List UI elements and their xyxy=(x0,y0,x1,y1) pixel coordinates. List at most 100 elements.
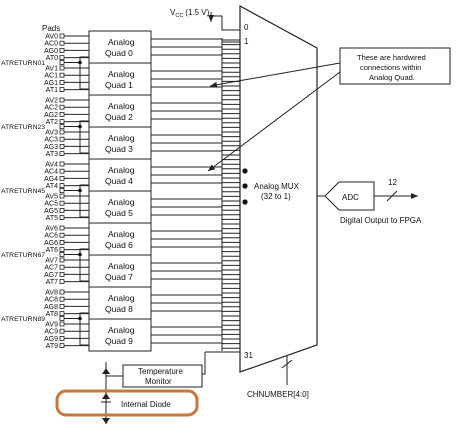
pad-square xyxy=(59,161,65,167)
callout-line3: Analog Quad. xyxy=(369,73,415,82)
temp-monitor-line2: Monitor xyxy=(145,377,172,386)
quad-word: Analog xyxy=(108,101,135,111)
pad-square xyxy=(59,193,65,199)
mux-dot xyxy=(242,183,248,189)
pad-label: AC8 xyxy=(44,297,58,304)
quad-word: Analog xyxy=(108,261,135,271)
quad-box xyxy=(88,94,152,128)
pad-label: AG4 xyxy=(44,176,58,183)
pad-square xyxy=(59,143,65,149)
mux-input-31: 31 xyxy=(244,351,253,360)
quad-name: Quad 7 xyxy=(105,272,133,282)
mux-input-0: 0 xyxy=(244,23,249,32)
pad-label: AV5 xyxy=(45,194,58,201)
pad-square xyxy=(59,175,65,181)
pad-label: AT7 xyxy=(46,279,58,286)
junction-dot xyxy=(78,188,82,193)
internal-diode-highlight xyxy=(55,389,199,417)
pad-label: AG7 xyxy=(44,272,58,279)
pad-square xyxy=(59,316,65,321)
quad-word: Analog xyxy=(108,165,135,175)
pad-square xyxy=(59,321,65,327)
pad-square xyxy=(59,136,65,142)
pad-label: AT2 xyxy=(46,119,58,126)
quad-name: Quad 8 xyxy=(105,304,133,314)
diode-arrow-icon xyxy=(102,368,110,374)
pad-square xyxy=(59,48,65,53)
pads-header: Pads xyxy=(42,24,60,33)
quad-box xyxy=(88,30,152,64)
pad-square xyxy=(59,303,65,309)
pad-square xyxy=(59,279,65,285)
atreturn-label: ATRETURN01 xyxy=(1,60,45,67)
mux-dot xyxy=(242,199,248,205)
callout-box xyxy=(339,47,451,85)
pad-square xyxy=(59,215,65,221)
quad-word: Analog xyxy=(108,197,135,207)
quad-name: Quad 5 xyxy=(105,208,133,218)
pad-label: AC3 xyxy=(44,137,58,144)
quad-word: Analog xyxy=(108,69,135,79)
pad-square xyxy=(59,264,65,270)
pad-label: AT1 xyxy=(46,87,58,94)
internal-diode-label: Internal Diode xyxy=(121,400,171,409)
chnumber-slash xyxy=(281,359,293,369)
pad-label: AT6 xyxy=(46,247,58,254)
pad-label: AT0 xyxy=(46,55,58,62)
pad-square xyxy=(59,87,65,92)
pad-square xyxy=(59,335,65,341)
pad-label: AG8 xyxy=(44,304,58,311)
adc-label: ADC xyxy=(342,193,359,202)
quad-box xyxy=(88,286,152,320)
pad-label: AG5 xyxy=(44,208,58,215)
atreturn-label: ATRETURN67 xyxy=(1,252,45,259)
pad-square xyxy=(59,200,65,206)
pad-label: AT9 xyxy=(46,343,58,350)
quad-word: Analog xyxy=(108,37,135,47)
pad-square xyxy=(59,311,65,317)
pad-label: AV4 xyxy=(45,162,58,169)
junction-dot xyxy=(78,60,82,65)
pad-label: AG2 xyxy=(44,112,58,119)
pad-square xyxy=(59,65,65,71)
callout-line1: These are hardwired xyxy=(357,53,426,62)
temp-monitor-line1: Temperature xyxy=(138,367,183,376)
diode-icon xyxy=(102,393,110,399)
mux-input-1: 1 xyxy=(244,37,249,46)
pad-label: AC6 xyxy=(44,233,58,240)
vcc-symbol: V xyxy=(170,8,176,17)
vcc-value: (1.5 V) xyxy=(185,8,209,17)
pad-square xyxy=(59,188,65,193)
chnumber-label: CHNUMBER[4:0] xyxy=(247,390,309,399)
quad-name: Quad 0 xyxy=(105,48,133,58)
pad-square xyxy=(59,328,65,334)
pad-label: AC9 xyxy=(44,329,58,336)
pad-label: AT4 xyxy=(46,183,58,190)
pad-square xyxy=(59,129,65,135)
pad-label: AV1 xyxy=(45,66,58,73)
pad-square xyxy=(59,72,65,78)
fpga-label: Digital Output to FPGA xyxy=(340,216,422,225)
vcc-label: VCC(1.5 V) xyxy=(170,8,210,19)
bus-width: 12 xyxy=(388,178,397,187)
pad-square xyxy=(59,40,65,46)
pad-label: AV6 xyxy=(45,226,58,233)
pad-label: AV7 xyxy=(45,258,58,265)
mux-dot xyxy=(242,168,248,174)
mux-label-line2: (32 to 1) xyxy=(261,192,291,201)
pad-label: AC0 xyxy=(44,41,58,48)
pad-square xyxy=(59,289,65,295)
pad-square xyxy=(59,183,65,189)
bus-slash xyxy=(386,190,398,202)
pad-square xyxy=(59,343,65,349)
mux-label-line1: Analog MUX xyxy=(254,182,300,191)
pad-label: AT3 xyxy=(46,151,58,158)
